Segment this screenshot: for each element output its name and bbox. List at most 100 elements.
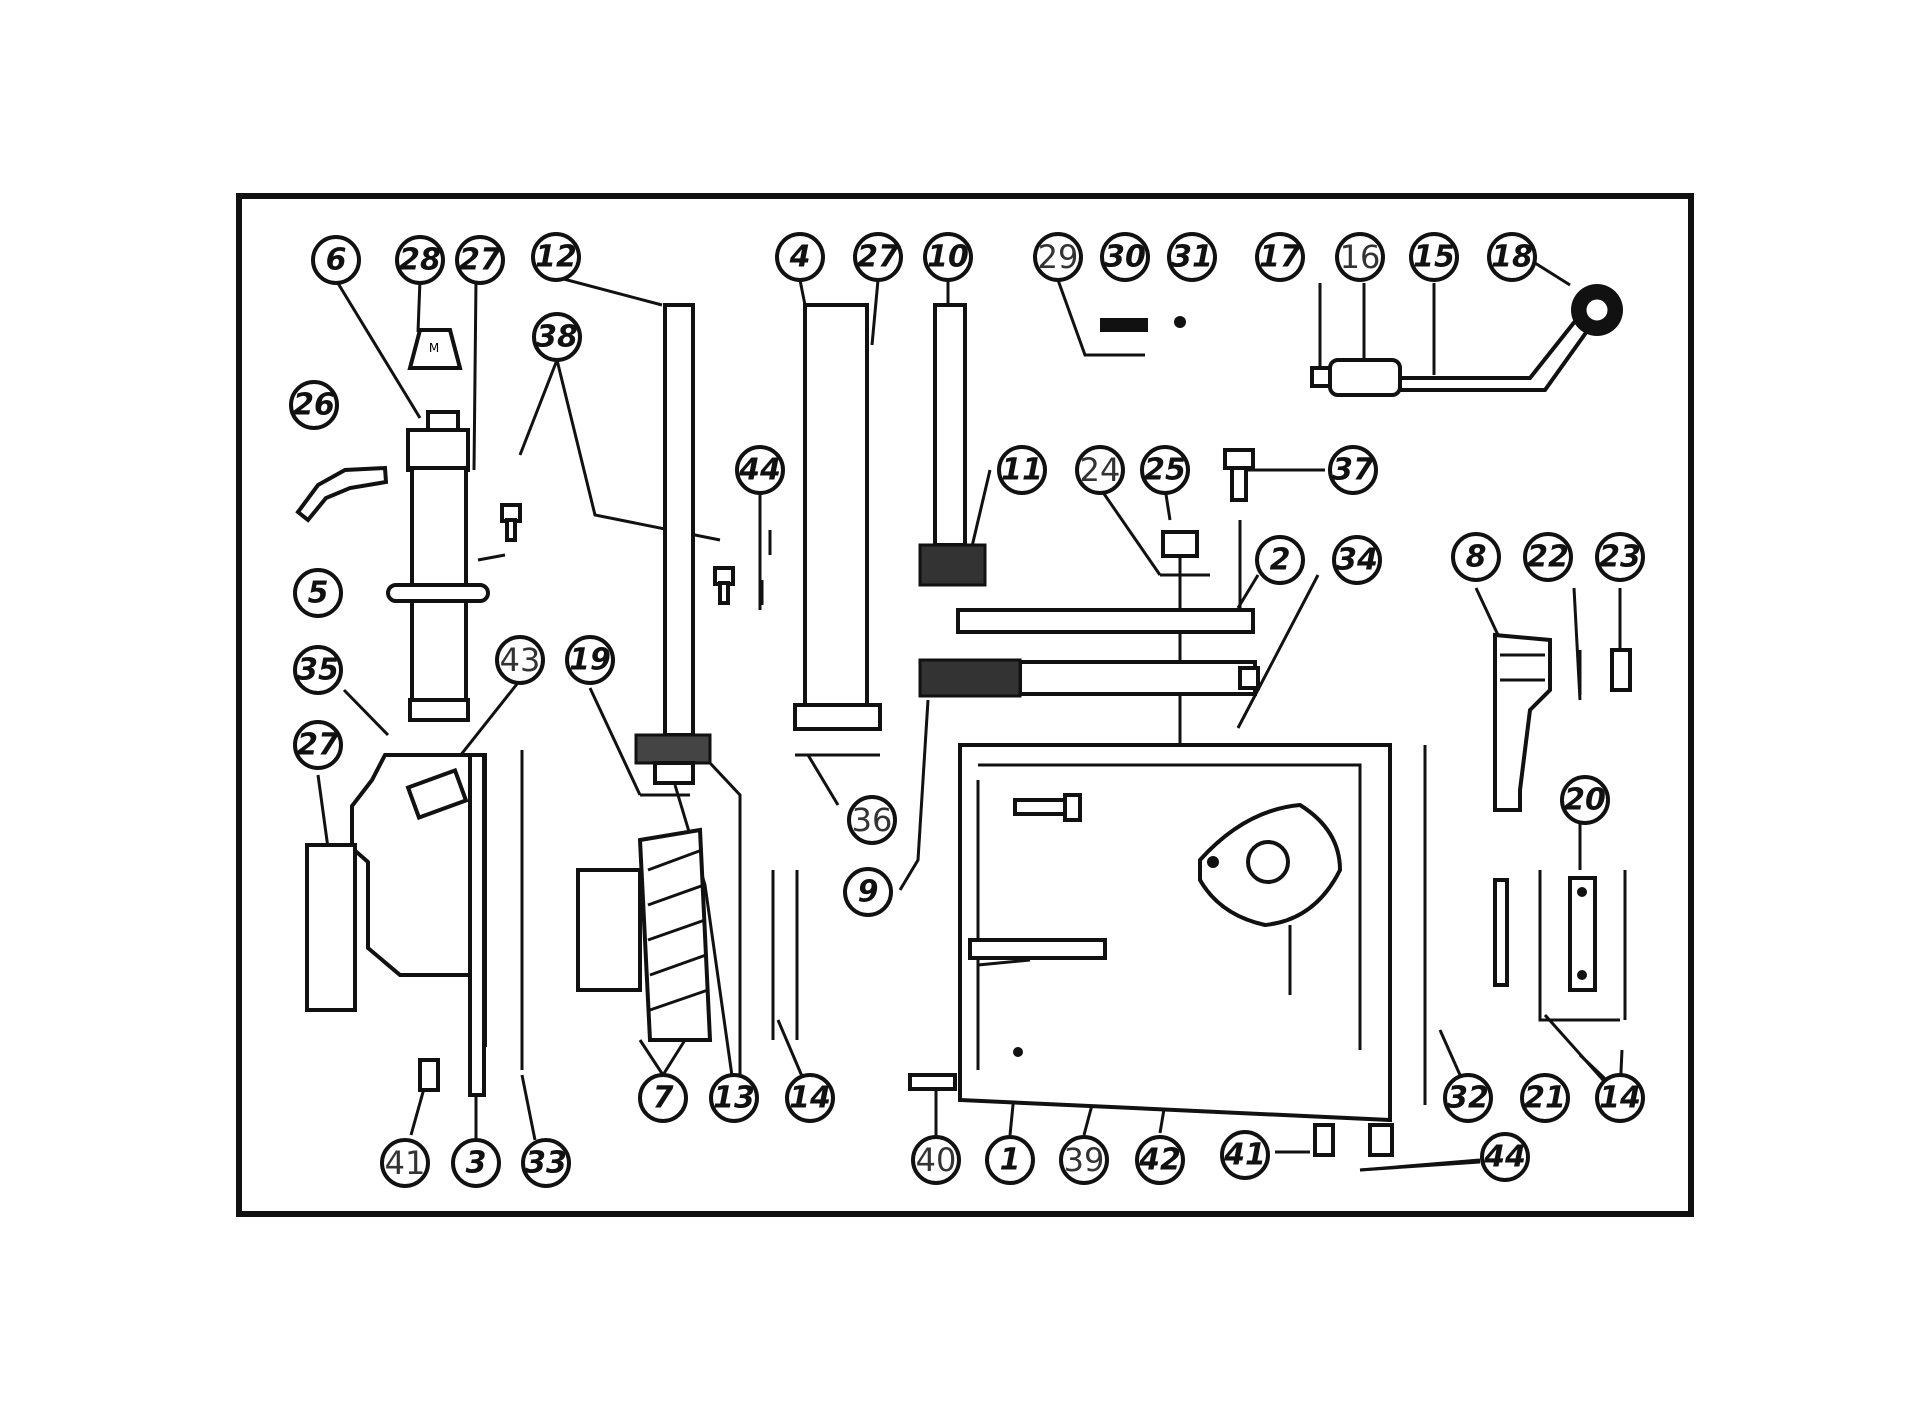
part-30-key	[1100, 318, 1148, 332]
callout-16: 16	[1335, 232, 1385, 282]
svg-text:16: 16	[1340, 238, 1381, 276]
callout-26: 26	[289, 380, 339, 430]
part-15-lever	[1398, 312, 1599, 392]
callout-8: 8	[1451, 532, 1501, 582]
callout-44: 44	[1480, 1132, 1530, 1182]
svg-text:44: 44	[1483, 1140, 1526, 1175]
callout-37: 37	[1328, 445, 1378, 495]
svg-text:27: 27	[857, 240, 899, 275]
callout-28: 28	[395, 235, 445, 285]
svg-text:43: 43	[500, 641, 541, 679]
callout-34: 34	[1332, 535, 1382, 585]
svg-text:42: 42	[1138, 1143, 1181, 1178]
svg-text:14: 14	[1599, 1081, 1641, 1116]
callout-29: 29	[1033, 232, 1083, 282]
callout-27: 27	[455, 235, 505, 285]
svg-text:6: 6	[326, 243, 347, 278]
svg-text:38: 38	[536, 320, 578, 355]
callout-5: 5	[293, 568, 343, 618]
callout-44: 44	[735, 445, 785, 495]
callout-39: 39	[1059, 1135, 1109, 1185]
part-35-ring	[408, 698, 470, 722]
svg-text:41: 41	[385, 1144, 426, 1182]
svg-text:29: 29	[1038, 238, 1079, 276]
part-34-end	[1238, 666, 1260, 690]
svg-text:20: 20	[1564, 783, 1606, 818]
part-7-worm	[637, 827, 713, 1042]
svg-text:8: 8	[1466, 540, 1487, 575]
svg-text:14: 14	[789, 1081, 831, 1116]
part-28-cap	[407, 328, 463, 370]
svg-text:21: 21	[1524, 1081, 1566, 1116]
svg-text:24: 24	[1080, 451, 1121, 489]
svg-text:41: 41	[1223, 1138, 1266, 1173]
callout-14: 14	[1595, 1073, 1645, 1123]
part-37-bolt-shank	[1230, 466, 1248, 502]
callout-13: 13	[709, 1073, 759, 1123]
part-9-worm	[918, 658, 1022, 698]
part-43-block	[405, 767, 469, 821]
svg-text:30: 30	[1104, 240, 1146, 275]
callout-41: 41	[380, 1138, 430, 1188]
callout-20: 20	[1560, 775, 1610, 825]
diagram-frame	[236, 193, 1694, 1217]
callout-21: 21	[1520, 1073, 1570, 1123]
callout-2: 2	[1255, 535, 1305, 585]
svg-text:1: 1	[1000, 1143, 1021, 1178]
svg-text:9: 9	[858, 875, 879, 910]
callout-43: 43	[495, 635, 545, 685]
svg-text:39: 39	[1064, 1141, 1105, 1179]
svg-text:7: 7	[653, 1081, 674, 1116]
part-10-shaft	[933, 303, 967, 547]
part-17-screw	[1310, 366, 1332, 388]
callout-27: 27	[853, 232, 903, 282]
callout-3: 3	[451, 1138, 501, 1188]
callout-42: 42	[1135, 1135, 1185, 1185]
svg-text:3: 3	[466, 1146, 487, 1181]
part-14-rod-right	[1538, 870, 1620, 1022]
callout-40: 40	[911, 1135, 961, 1185]
callout-31: 31	[1167, 232, 1217, 282]
part-37-bolt-head	[1223, 448, 1255, 470]
svg-text:32: 32	[1447, 1081, 1489, 1116]
part-3-rod	[468, 753, 486, 1097]
svg-text:18: 18	[1491, 240, 1533, 275]
part-39-bolt	[1013, 798, 1072, 816]
callout-30: 30	[1100, 232, 1150, 282]
part-27-cap	[305, 843, 357, 1012]
svg-text:4: 4	[789, 240, 811, 275]
part-18-knob-center	[1583, 296, 1611, 324]
callout-11: 11	[997, 445, 1047, 495]
part-4-collar	[793, 703, 882, 731]
svg-text:23: 23	[1599, 540, 1641, 575]
part-13-gear	[634, 733, 712, 765]
svg-text:19: 19	[569, 643, 611, 678]
part-1-hole	[1013, 1047, 1023, 1057]
part-5-collar	[386, 583, 490, 603]
svg-text:22: 22	[1527, 540, 1569, 575]
callout-12: 12	[531, 232, 581, 282]
part-2-plate	[956, 608, 1255, 634]
callout-38: 38	[532, 312, 582, 362]
parts: M	[295, 284, 1632, 1172]
callout-36: 36	[847, 795, 897, 845]
part-8-bracket	[1493, 632, 1552, 812]
svg-text:36: 36	[852, 801, 893, 839]
part-16-block	[1328, 358, 1402, 397]
svg-text:44: 44	[738, 453, 781, 488]
svg-text:27: 27	[459, 243, 501, 278]
svg-text:40: 40	[916, 1141, 957, 1179]
callout-41: 41	[1220, 1130, 1270, 1180]
svg-text:5: 5	[308, 576, 329, 611]
part-31-ball	[1174, 316, 1186, 328]
svg-text:13: 13	[713, 1081, 755, 1116]
svg-text:26: 26	[293, 388, 335, 423]
callout-6: 6	[311, 235, 361, 285]
callout-19: 19	[565, 635, 615, 685]
callout-9: 9	[843, 867, 893, 917]
part-41-nut-right	[1313, 1123, 1335, 1157]
callout-23: 23	[1595, 532, 1645, 582]
callout-4: 4	[775, 232, 825, 282]
part-7-threads	[647, 848, 709, 1012]
